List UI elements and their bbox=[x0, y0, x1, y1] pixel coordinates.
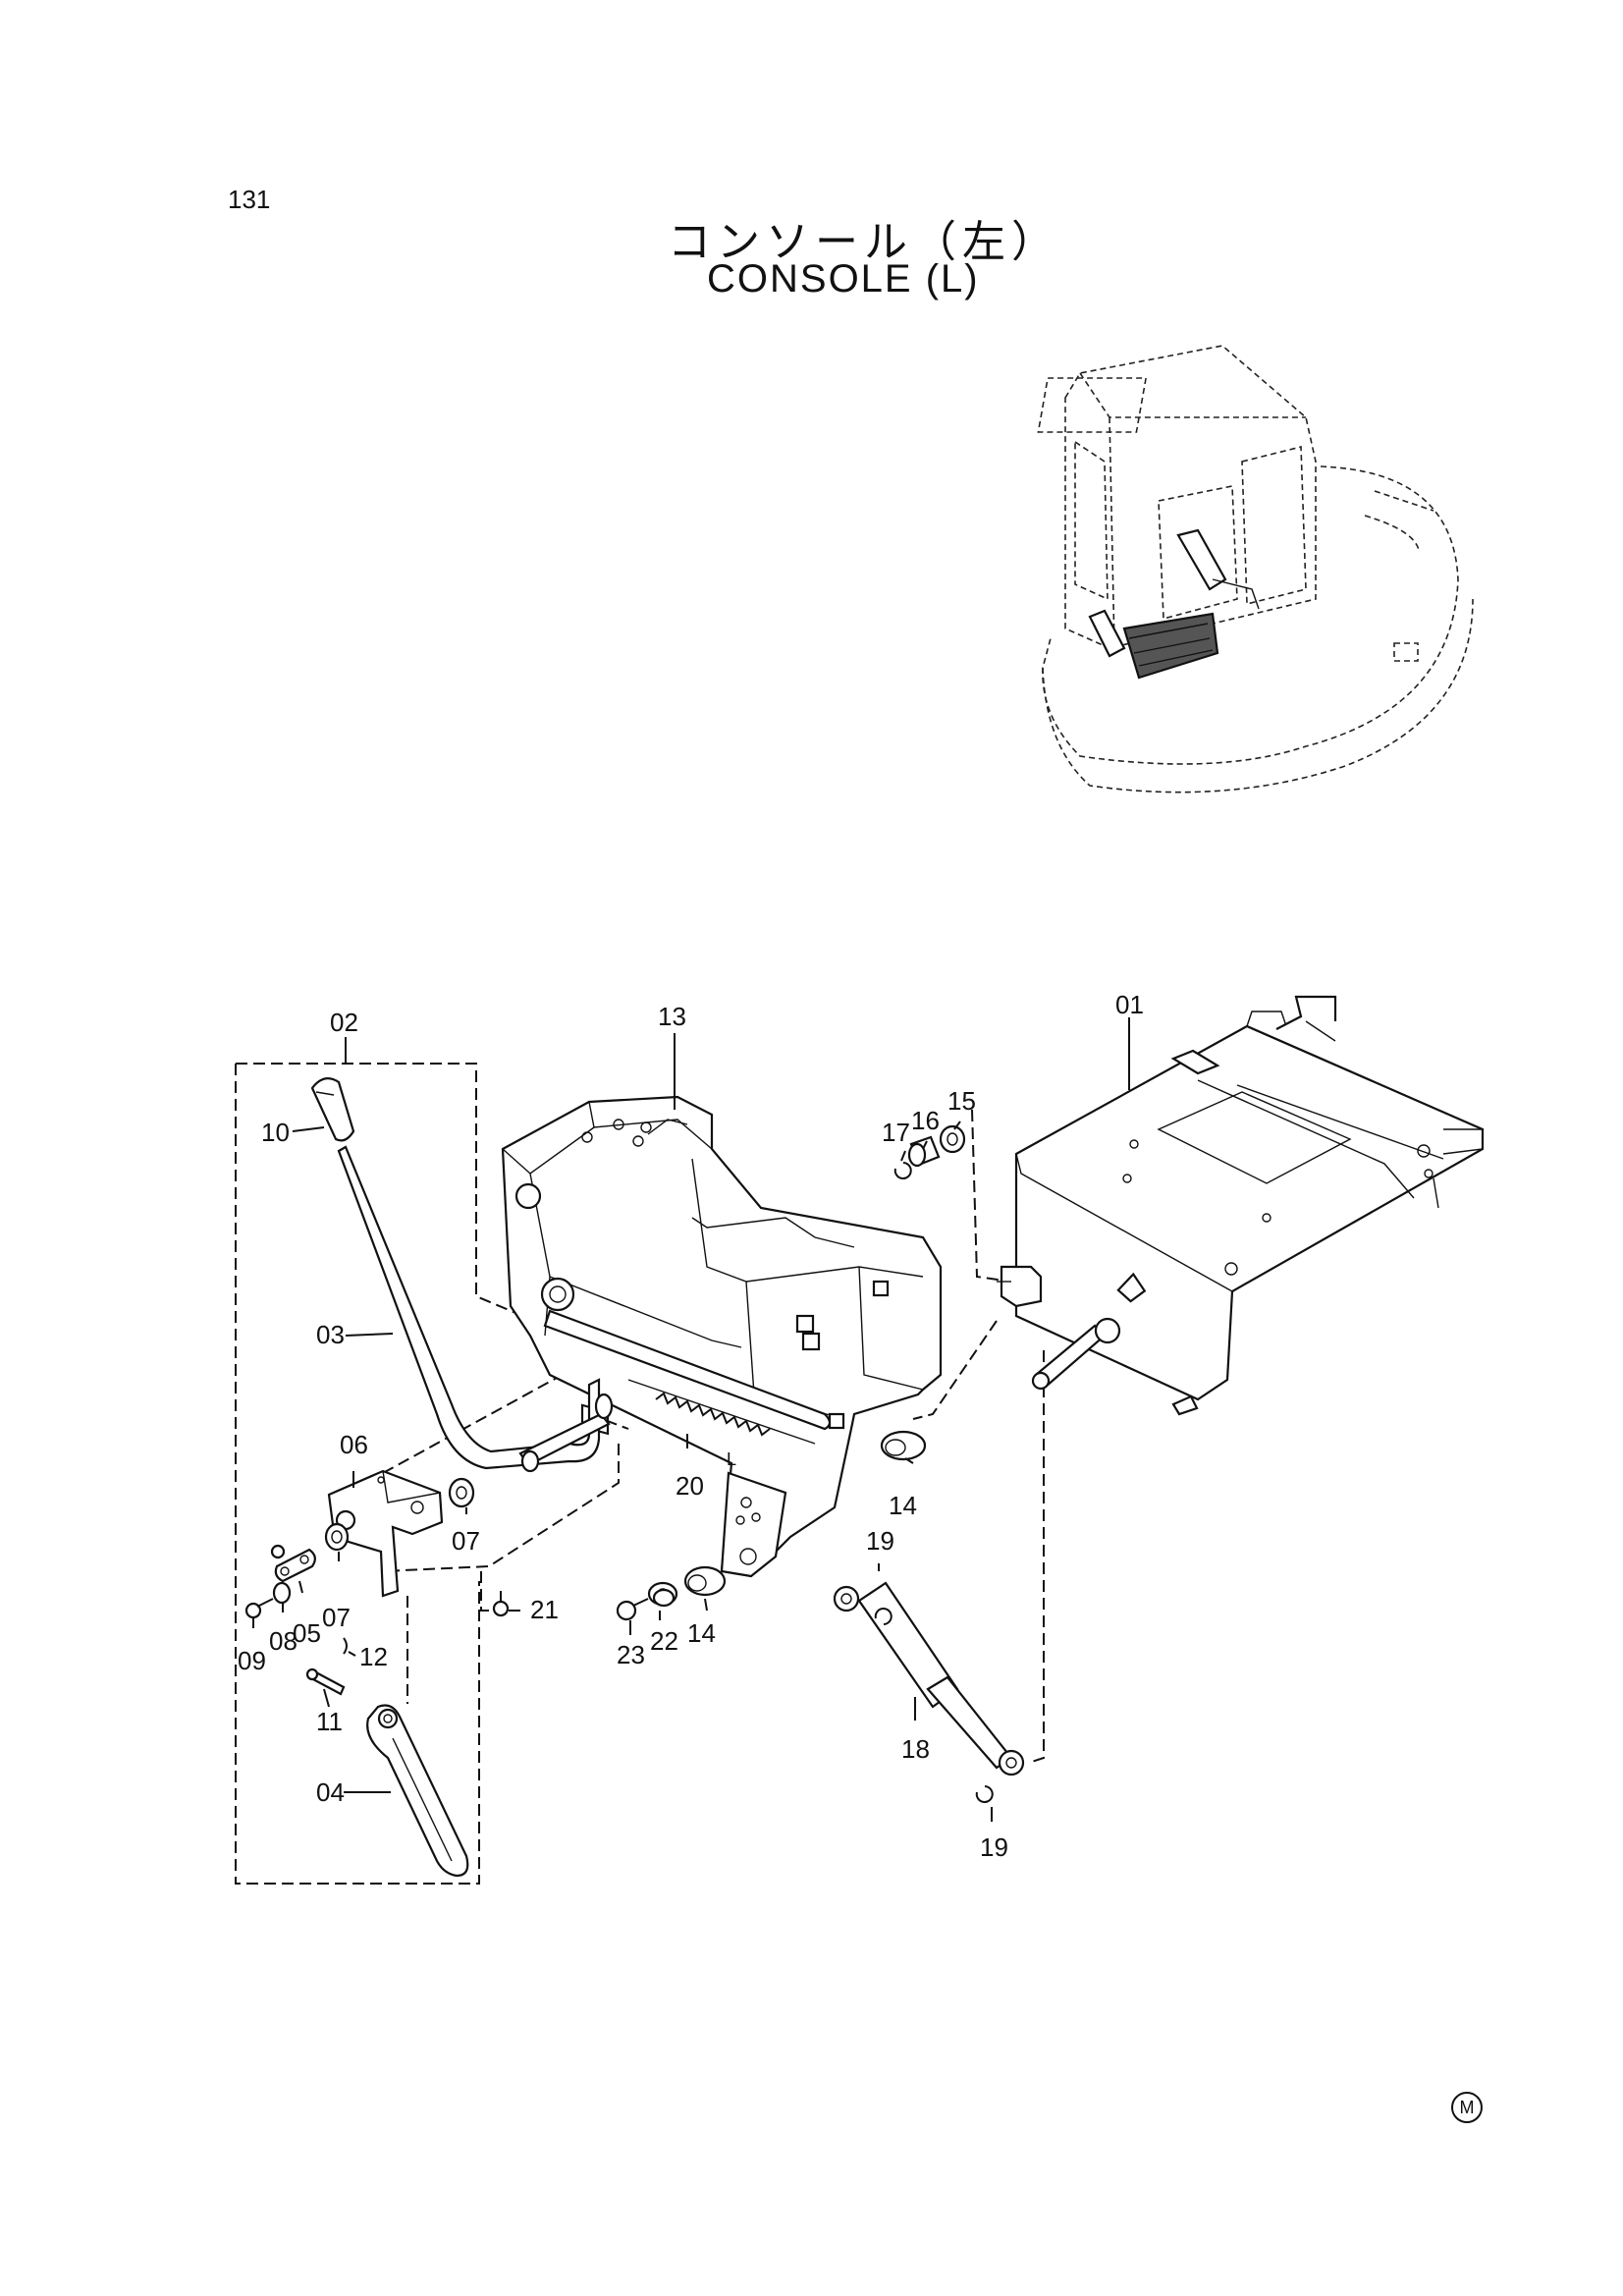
leader-lines bbox=[252, 1017, 1130, 1822]
callout-17: 17 bbox=[882, 1118, 910, 1147]
callout-16: 16 bbox=[911, 1106, 940, 1135]
spring-20 bbox=[655, 1392, 771, 1437]
callout-19-lower: 19 bbox=[980, 1832, 1008, 1862]
title-english: CONSOLE (L) bbox=[707, 257, 980, 301]
callout-14-right: 14 bbox=[889, 1491, 917, 1520]
callout-22: 22 bbox=[650, 1626, 678, 1656]
callout-23: 23 bbox=[617, 1640, 645, 1669]
bolt-washer-23-22 bbox=[616, 1588, 676, 1621]
callout-03: 03 bbox=[316, 1320, 345, 1349]
callout-13: 13 bbox=[658, 1002, 686, 1031]
callout-21: 21 bbox=[530, 1595, 559, 1624]
callout-07-lower: 07 bbox=[322, 1603, 351, 1632]
callout-11: 11 bbox=[316, 1707, 343, 1736]
callout-09: 09 bbox=[238, 1646, 266, 1675]
page-number: 131 bbox=[228, 185, 271, 214]
callout-18: 18 bbox=[901, 1734, 930, 1764]
callout-08: 08 bbox=[269, 1626, 298, 1656]
callout-19-upper: 19 bbox=[866, 1526, 894, 1556]
console-frame-13 bbox=[501, 1095, 943, 1578]
callout-L: L bbox=[727, 1449, 736, 1469]
gas-spring-18 bbox=[833, 1581, 1025, 1803]
trademark-mark: M bbox=[1451, 2092, 1483, 2123]
excavator-location-view bbox=[1037, 345, 1474, 793]
callout-01: 01 bbox=[1115, 990, 1144, 1019]
pin-shaft bbox=[1031, 1317, 1121, 1391]
callout-14-left: 14 bbox=[687, 1618, 716, 1648]
title-japanese: コンソール（左） bbox=[668, 217, 1060, 267]
lever-assembly-02 bbox=[244, 1077, 614, 1878]
callout-15: 15 bbox=[947, 1086, 976, 1116]
callout-labels: 01 02 03 04 05 06 07 07 08 09 10 11 12 1… bbox=[238, 990, 1144, 1862]
callout-04: 04 bbox=[316, 1777, 345, 1807]
callout-12: 12 bbox=[359, 1642, 388, 1671]
callout-06: 06 bbox=[340, 1430, 368, 1459]
callout-07-upper: 07 bbox=[452, 1526, 480, 1556]
callout-20: 20 bbox=[676, 1471, 704, 1501]
callout-02: 02 bbox=[330, 1008, 358, 1037]
callout-10: 10 bbox=[261, 1118, 290, 1147]
callout-05: 05 bbox=[293, 1618, 321, 1648]
